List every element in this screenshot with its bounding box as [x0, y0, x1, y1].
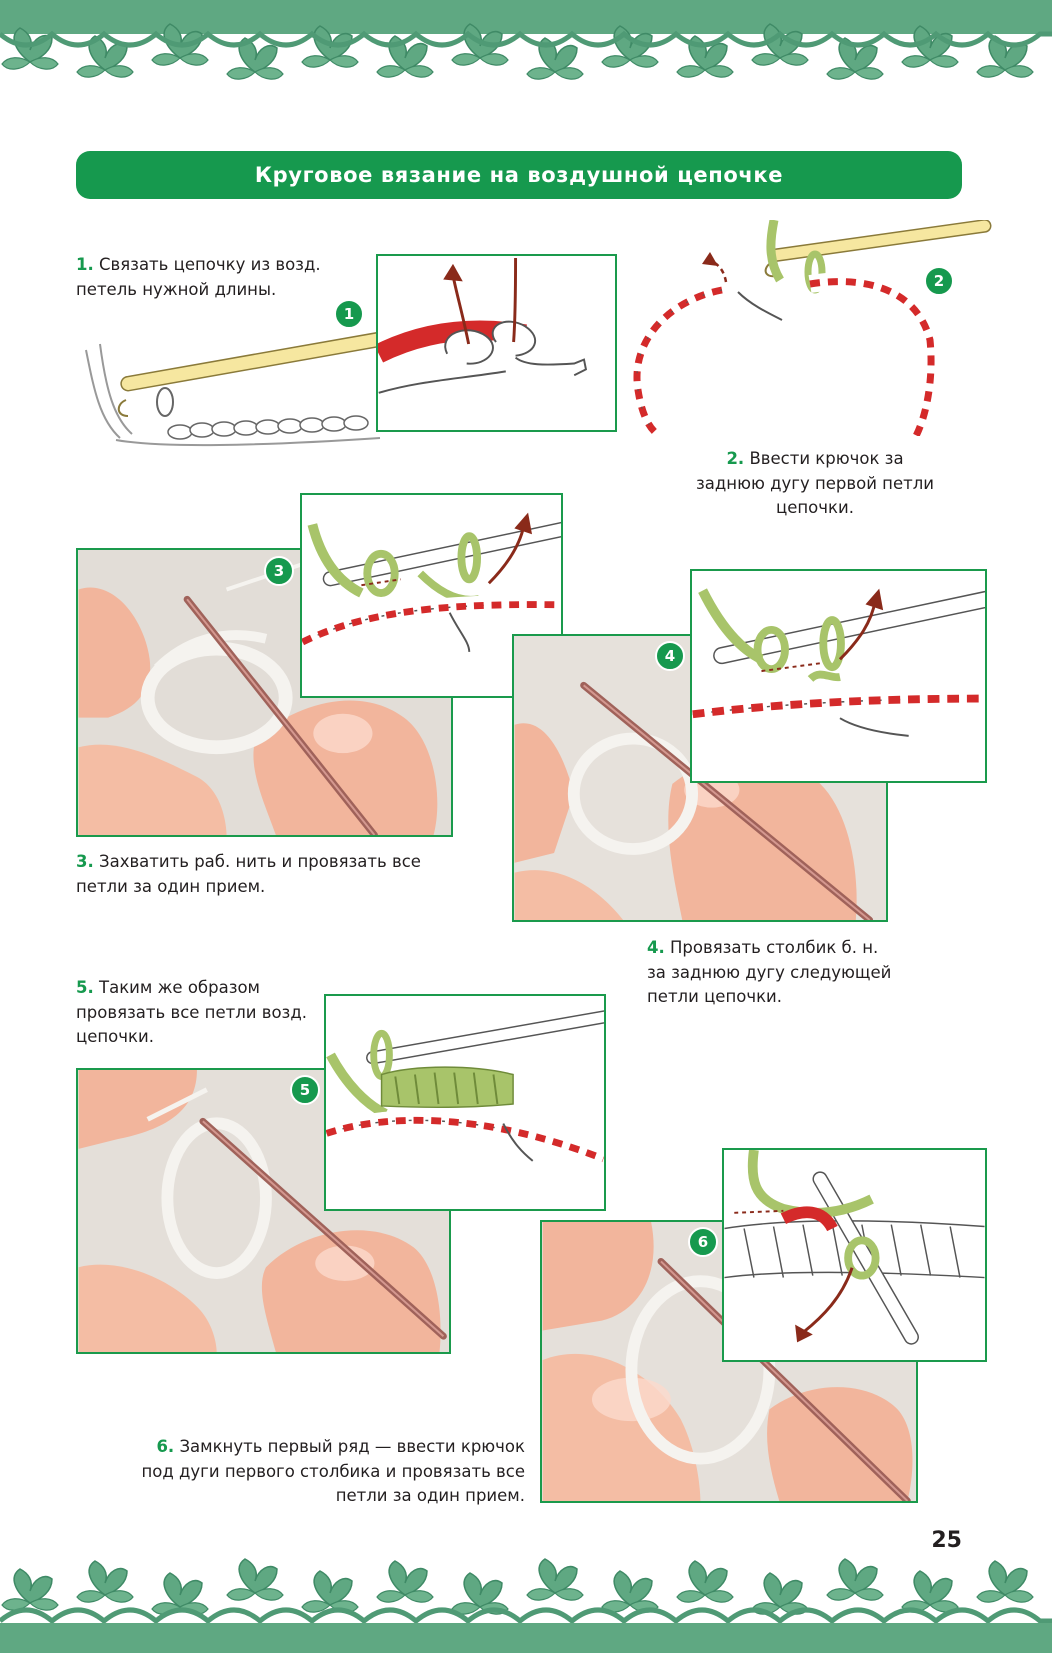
step-2-text-line-1: Ввести крючок за	[749, 449, 904, 468]
step-2-badge: 2	[924, 266, 954, 296]
step-5-text-line-3: цепочки.	[76, 1027, 154, 1046]
step-5-text-line-1: Таким же образом	[99, 978, 261, 997]
crochet-lace-border-top	[0, 0, 1052, 80]
page-number: 25	[931, 1528, 962, 1553]
step-4-caption: 4. Провязать столбик б. н. за заднюю дуг…	[647, 936, 891, 1010]
step-1-text-line-1: Связать цепочку из возд.	[99, 255, 321, 274]
step-2-text-line-2: заднюю дугу первой петли	[696, 473, 934, 493]
step-2-number: 2.	[726, 449, 745, 468]
step-1-number: 1.	[76, 255, 94, 274]
step-1-caption: 1. Связать цепочку из возд. петель нужно…	[76, 253, 321, 302]
step-6-text-line-3: петли за один прием.	[335, 1486, 525, 1505]
step-5-badge: 5	[290, 1075, 320, 1105]
step-6-text-line-2: под дуги первого столбика и провязать вс…	[141, 1461, 525, 1481]
step-3-text-line-2: петли за один прием.	[76, 876, 266, 896]
section-title-banner: Круговое вязание на воздушной цепочке	[76, 151, 962, 199]
step-6-text-line-1: Замкнуть первый ряд — ввести крючок	[179, 1437, 525, 1456]
step-4-text-line-1: Провязать столбик б. н.	[670, 938, 879, 957]
step-3-badge: 3	[264, 556, 294, 586]
step-3-photo	[76, 548, 453, 837]
step-4-badge: 4	[655, 641, 685, 671]
step-5-text-line-2: провязать все петли возд.	[76, 1002, 307, 1022]
step-1-detail-illustration	[378, 257, 588, 394]
step-5-detail-frame	[324, 994, 606, 1211]
step-2-text-line-3: цепочки.	[776, 498, 854, 517]
step-4-text-line-3: петли цепочки.	[647, 987, 783, 1006]
crochet-lace-border-bottom	[0, 1558, 1052, 1653]
step-2-caption: 2. Ввести крючок за заднюю дугу первой п…	[690, 447, 940, 521]
step-1-text-line-2: петель нужной длины.	[76, 279, 277, 299]
step-3-detail-illustration	[302, 512, 561, 652]
step-1-hook-chain-illustration	[85, 330, 408, 447]
step-5-detail-illustration	[326, 1008, 604, 1169]
step-3-caption: 3. Захватить раб. нить и провязать все п…	[76, 850, 421, 899]
step-4-text-line-2: за заднюю дугу следующей	[647, 962, 892, 982]
step-4-detail-frame	[690, 569, 987, 783]
step-1-detail-frame	[376, 254, 617, 432]
step-4-detail-illustration	[692, 588, 985, 737]
step-6-detail-frame	[722, 1148, 987, 1362]
step-5-caption: 5. Таким же образом провязать все петли …	[76, 976, 307, 1050]
step-6-caption: 6. Замкнуть первый ряд — ввести крючок п…	[120, 1435, 525, 1509]
step-6-badge: 6	[688, 1227, 718, 1257]
step-3-number: 3.	[76, 852, 94, 871]
step-5-number: 5.	[76, 978, 94, 997]
step-1-badge: 1	[334, 299, 364, 329]
step-6-number: 6.	[156, 1437, 175, 1456]
step-2-chain-illustration	[630, 220, 992, 436]
step-6-detail-illustration	[724, 1150, 985, 1345]
section-title: Круговое вязание на воздушной цепочке	[254, 163, 784, 187]
step-3-text-line-1: Захватить раб. нить и провязать все	[99, 852, 421, 871]
step-4-number: 4.	[647, 938, 665, 957]
step-3-hand-photo	[78, 550, 451, 835]
